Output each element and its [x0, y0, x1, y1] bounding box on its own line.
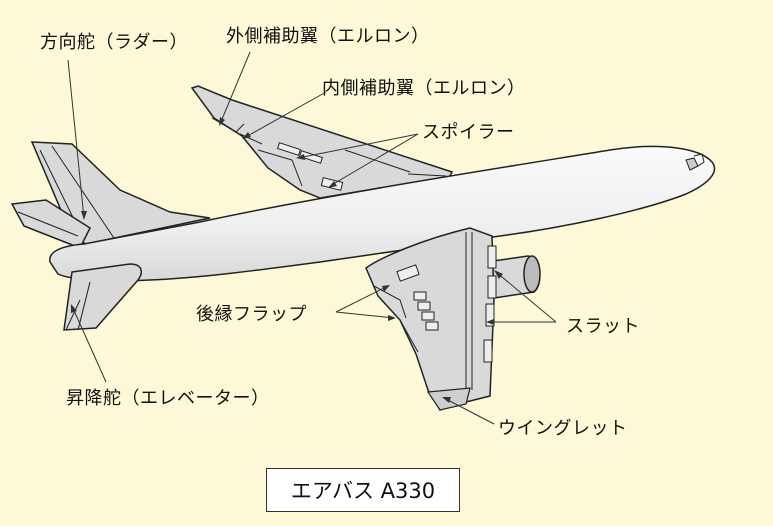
- label-winglet: ウイングレット: [498, 418, 628, 439]
- far-stabilizer: [10, 199, 91, 249]
- label-outer-aileron: 外側補助翼（エルロン）: [226, 26, 430, 47]
- far-wing: [190, 85, 454, 199]
- label-elevator: 昇降舵（エレベーター）: [66, 388, 270, 409]
- near-wing: [365, 227, 497, 411]
- caption: エアバス A330: [266, 468, 460, 512]
- label-slat: スラット: [566, 316, 640, 337]
- label-flap: 後縁フラップ: [196, 304, 307, 325]
- engine: [485, 255, 541, 299]
- leader-arrowheads: [71, 117, 503, 403]
- label-spoiler: スポイラー: [422, 122, 515, 143]
- fuselage: [49, 145, 716, 282]
- label-rudder: 方向舵（ラダー）: [40, 32, 188, 53]
- near-stabilizer: [63, 263, 143, 331]
- label-inner-aileron: 内側補助翼（エルロン）: [322, 78, 526, 99]
- leader-lines: [67, 51, 557, 425]
